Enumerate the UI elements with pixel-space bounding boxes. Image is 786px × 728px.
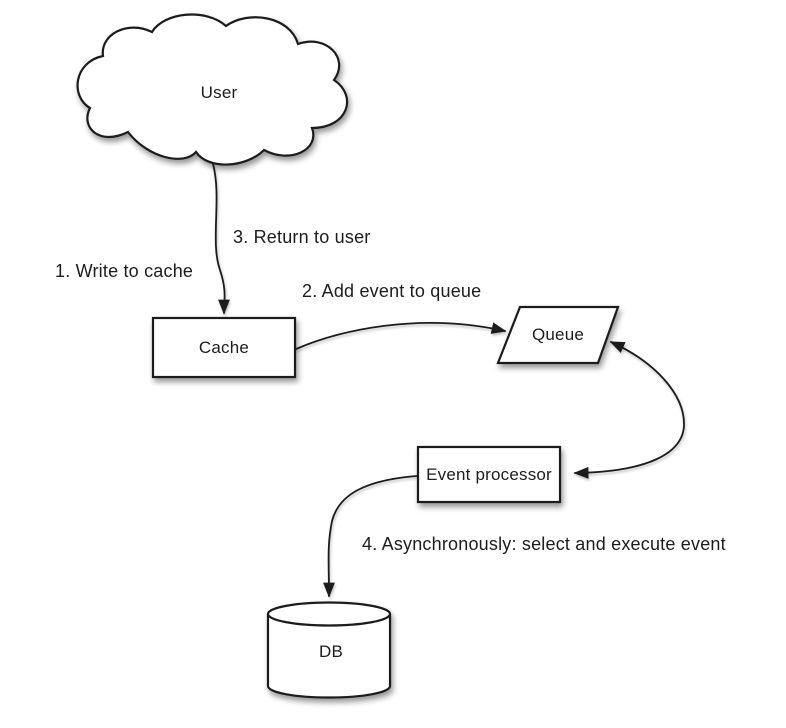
cache-label: Cache <box>198 338 250 357</box>
edge-queue-event-processor-bidirectional <box>573 341 685 479</box>
cache-box <box>151 316 297 379</box>
edge-cache-to-queue <box>295 322 507 350</box>
edge-label-add-event-to-queue: 2. Add event to queue <box>302 281 482 301</box>
edge-label-return-to-user: 3. Return to user <box>233 227 371 247</box>
edge-label-async-execute: 4. Asynchronously: select and execute ev… <box>362 534 726 554</box>
edge-event-processor-to-db <box>323 475 418 598</box>
queue-label: Queue <box>531 325 585 344</box>
user-cloud-shape <box>76 13 349 166</box>
db-label: DB <box>318 642 344 661</box>
edge-label-write-to-cache: 1. Write to cache <box>55 261 194 281</box>
user-label: User <box>200 83 238 102</box>
event-processor-label: Event processor <box>426 465 552 484</box>
db-cylinder <box>266 601 392 699</box>
event-processor-box <box>416 445 562 504</box>
edge-user-to-cache <box>212 163 230 315</box>
